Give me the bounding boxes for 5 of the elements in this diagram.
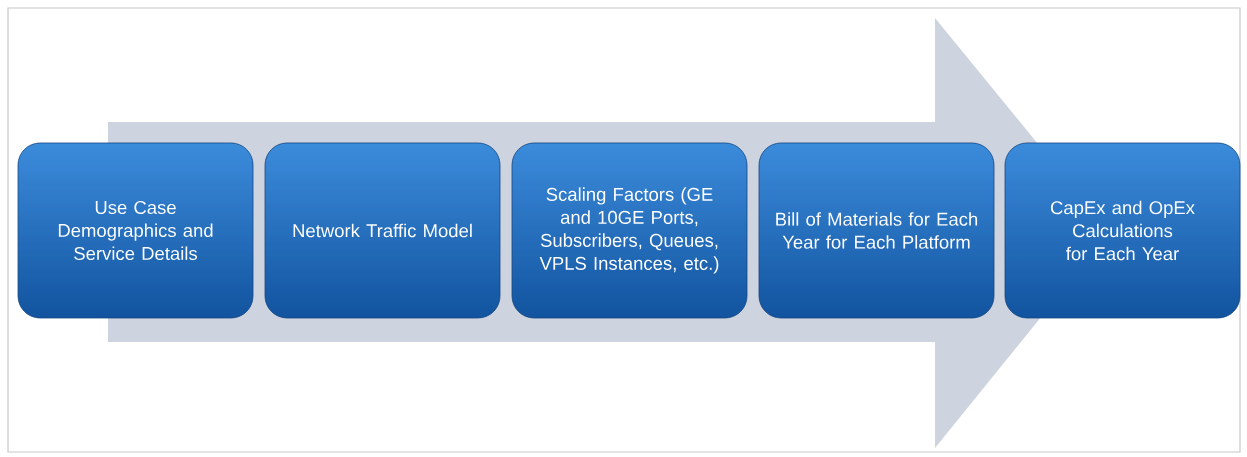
process-box: CapEx and OpEx Calculations for Each Year (1004, 142, 1241, 319)
process-box: Network Traffic Model (264, 142, 501, 319)
process-box: Scaling Factors (GE and 10GE Ports, Subscribers, Queues, VPLS Instances, etc.) (511, 142, 748, 319)
process-box: Bill of Materials for Each Year for Each Platform (758, 142, 995, 319)
process-box: Use Case Demographics and Service Details (17, 142, 254, 319)
